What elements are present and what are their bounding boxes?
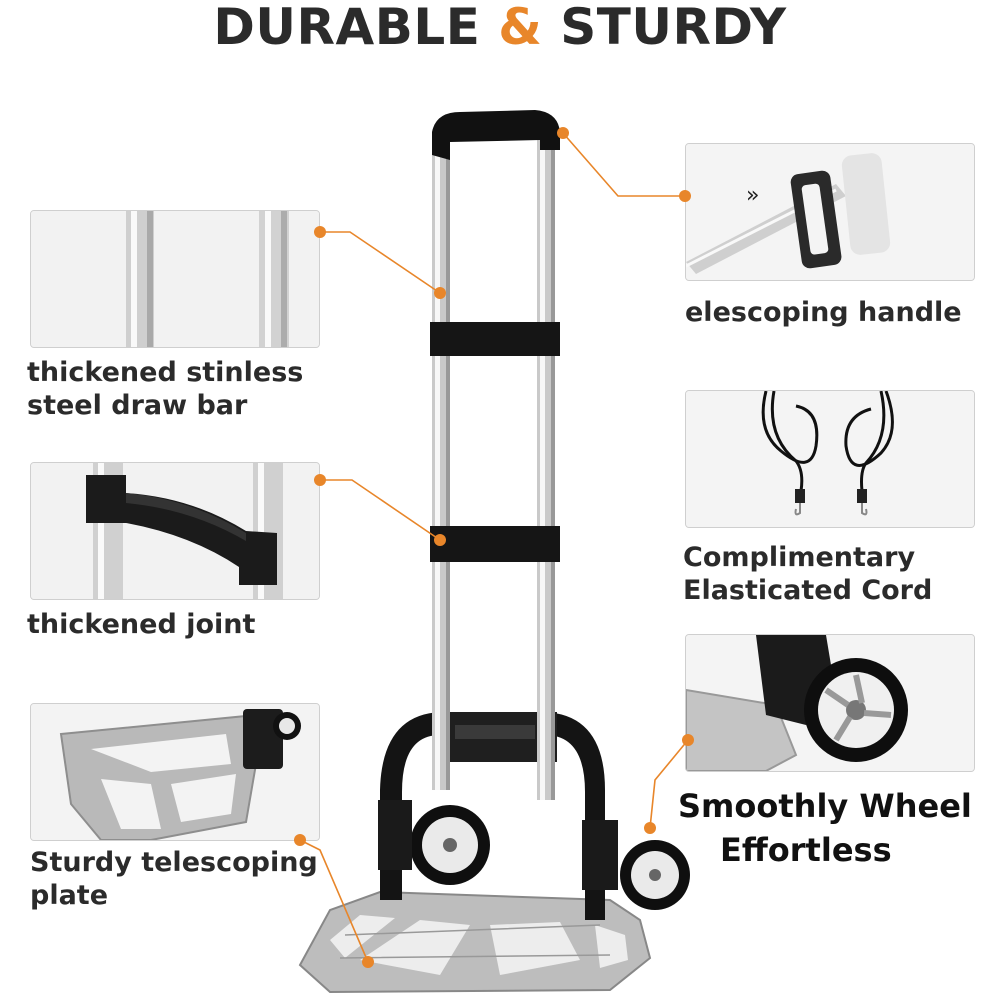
handle-detail-panel: » [685, 143, 975, 281]
cord-detail-panel [685, 390, 975, 528]
plate-label: Sturdy telescoping plate [30, 847, 318, 911]
wheel-detail-panel [685, 634, 975, 772]
wheel-image [686, 635, 974, 771]
plate-detail-panel [30, 703, 320, 841]
draw-bar-detail-panel [30, 210, 320, 348]
handle-label: elescoping handle [685, 297, 962, 328]
svg-text:»: » [746, 183, 759, 208]
plate-image [31, 704, 319, 840]
title-ampersand: & [498, 0, 543, 56]
callout-dots [294, 127, 694, 968]
joint-detail-panel [30, 462, 320, 600]
wheel-label: Smoothly Wheel Effortless [678, 787, 972, 869]
draw-bar-image [31, 211, 319, 347]
callout-lines [299, 132, 689, 963]
handle-grip [432, 110, 560, 160]
joint-image [31, 463, 319, 599]
cord-image [686, 391, 974, 527]
lower-frame [380, 712, 605, 920]
cord-label: Complimentary Elasticated Cord [683, 542, 933, 606]
draw-bar-label: thickened stinless steel draw bar [27, 357, 304, 421]
handle-image: » [686, 144, 974, 280]
base-plate [298, 890, 652, 994]
page-title: DURABLE & STURDY [213, 0, 787, 56]
joint-label: thickened joint [27, 609, 256, 640]
